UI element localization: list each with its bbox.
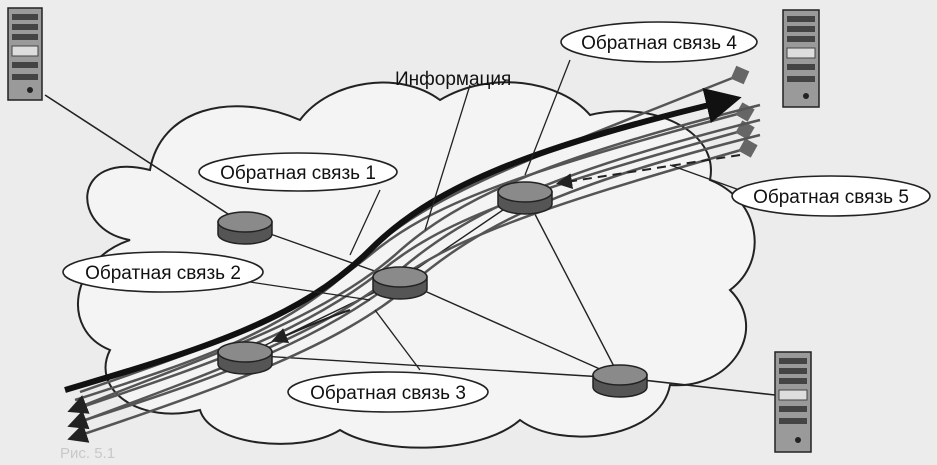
server-bottom-right xyxy=(774,351,812,453)
router-3 xyxy=(497,181,553,215)
figure-caption: Рис. 5.1 xyxy=(60,445,115,462)
server-top-left xyxy=(7,7,43,101)
router-1 xyxy=(217,211,273,245)
callout-feedback-2 xyxy=(62,251,264,293)
label-feedback-3: Обратная связь 3 xyxy=(310,383,466,404)
callout-lines xyxy=(249,59,746,371)
link-server-top-left xyxy=(44,94,246,226)
callout-feedback-3 xyxy=(287,371,489,413)
label-feedback-5: Обратная связь 5 xyxy=(753,187,909,208)
label-feedback-4: Обратная связь 4 xyxy=(581,33,737,54)
router-4 xyxy=(217,341,273,375)
server-top-right xyxy=(782,9,820,108)
callout-feedback-1 xyxy=(198,152,398,192)
label-feedback-2: Обратная связь 2 xyxy=(85,263,241,284)
information-flow-arrow xyxy=(64,88,742,393)
router-2 xyxy=(372,266,428,300)
router-5 xyxy=(592,364,648,398)
feedback-arrows xyxy=(271,154,741,343)
callout-feedback-5 xyxy=(731,175,931,217)
link-server-bottom-right xyxy=(624,377,776,396)
label-information: Информация xyxy=(395,69,511,90)
callout-feedback-4 xyxy=(560,21,758,63)
label-feedback-1: Обратная связь 1 xyxy=(220,163,376,184)
